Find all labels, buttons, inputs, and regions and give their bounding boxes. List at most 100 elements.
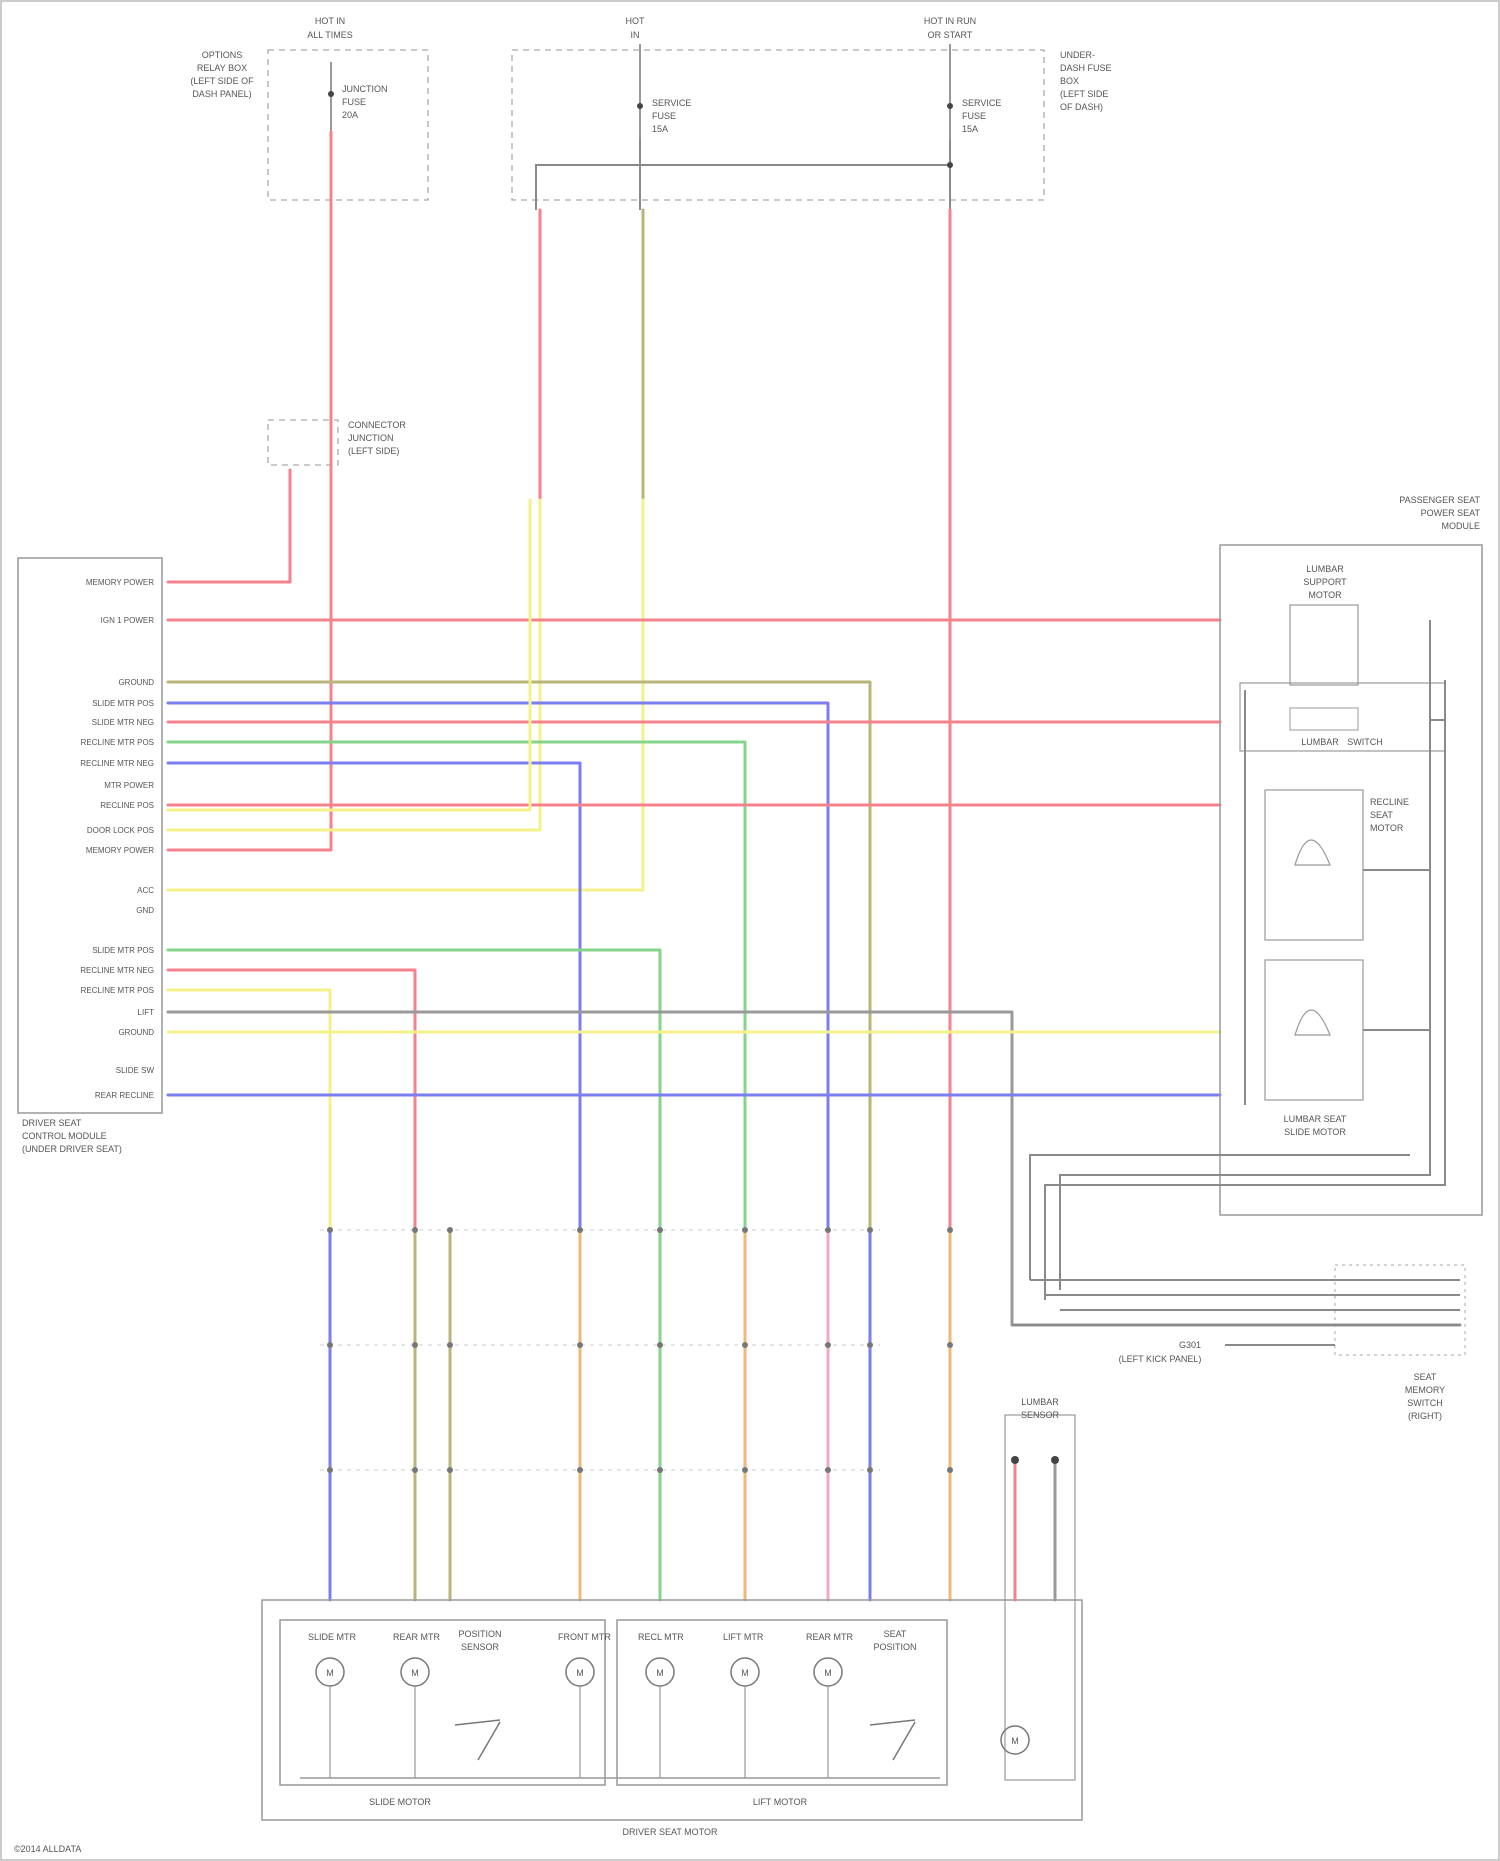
svg-text:(LEFT SIDE: (LEFT SIDE bbox=[1060, 89, 1108, 99]
svg-text:MEMORY: MEMORY bbox=[1405, 1385, 1445, 1395]
connector-pin-dot bbox=[947, 1467, 953, 1473]
controller-pin-label: SLIDE MTR NEG bbox=[92, 718, 154, 727]
wire-green-recline-neg bbox=[168, 742, 745, 1230]
svg-text:POWER SEAT: POWER SEAT bbox=[1421, 508, 1481, 518]
memory-switch-wires bbox=[1012, 1280, 1460, 1325]
bottom-sub-left-label: SLIDE MOTOR bbox=[369, 1797, 431, 1807]
svg-text:PASSENGER SEAT: PASSENGER SEAT bbox=[1399, 495, 1480, 505]
connector-pin-dot bbox=[577, 1342, 583, 1348]
svg-text:CONTROL MODULE: CONTROL MODULE bbox=[22, 1131, 107, 1141]
connector-pin-dot bbox=[412, 1467, 418, 1473]
svg-text:SENSOR: SENSOR bbox=[461, 1642, 500, 1652]
svg-text:OPTIONS: OPTIONS bbox=[202, 50, 243, 60]
connector-pin-dot bbox=[742, 1227, 748, 1233]
position-sensor-right: SEAT POSITION bbox=[870, 1629, 917, 1760]
svg-text:POSITION: POSITION bbox=[873, 1642, 916, 1652]
svg-text:(LEFT SIDE): (LEFT SIDE) bbox=[348, 446, 399, 456]
connector-pin-dot bbox=[327, 1227, 333, 1233]
power-label-hot-run: HOT IN bbox=[626, 16, 646, 40]
connector-pin-dot bbox=[412, 1342, 418, 1348]
svg-text:HOT IN: HOT IN bbox=[315, 16, 345, 26]
relay-box bbox=[268, 50, 428, 200]
svg-text:BOX: BOX bbox=[1060, 76, 1079, 86]
controller-pin-label: RECLINE MTR POS bbox=[81, 986, 154, 995]
controller-pin-label: RECLINE MTR NEG bbox=[80, 759, 154, 768]
controller-pin-label: RECLINE MTR NEG bbox=[80, 966, 154, 975]
svg-text:LUMBAR SEAT: LUMBAR SEAT bbox=[1284, 1114, 1347, 1124]
fuse-c: SERVICE FUSE 15A bbox=[947, 44, 1001, 140]
svg-text:(LEFT SIDE OF: (LEFT SIDE OF bbox=[190, 76, 254, 86]
position-sensor-left: POSITION SENSOR bbox=[455, 1629, 502, 1760]
controller-pin-label: RECLINE MTR POS bbox=[81, 738, 154, 747]
svg-text:MODULE: MODULE bbox=[1441, 521, 1480, 531]
svg-text:LUMBAR: LUMBAR bbox=[1306, 564, 1344, 574]
motor-label: SLIDE MTR bbox=[308, 1632, 357, 1642]
svg-text:15A: 15A bbox=[652, 124, 668, 134]
connector-pin-dot bbox=[657, 1467, 663, 1473]
recline-seat-motor: RECLINE SEAT MOTOR bbox=[1265, 790, 1409, 940]
right-module-box bbox=[1220, 545, 1482, 1215]
lumbar-sensor: LUMBAR SENSOR M bbox=[1001, 1397, 1075, 1780]
controller-pin-label: LIFT bbox=[138, 1008, 155, 1017]
motor-label: REAR MTR bbox=[806, 1632, 854, 1642]
svg-text:SWITCH: SWITCH bbox=[1347, 737, 1383, 747]
svg-text:LUMBAR: LUMBAR bbox=[1021, 1397, 1059, 1407]
svg-text:G301: G301 bbox=[1179, 1340, 1201, 1350]
controller-pin-label: GROUND bbox=[118, 1028, 154, 1037]
bottom-motors: SLIDE MTRMREAR MTRMFRONT MTRMRECL MTRMLI… bbox=[300, 1632, 940, 1778]
footnote: ©2014 ALLDATA bbox=[14, 1844, 81, 1854]
lumbar-support-motor: LUMBAR SUPPORT MOTOR bbox=[1290, 564, 1358, 685]
motor-label: RECL MTR bbox=[638, 1632, 684, 1642]
connector-pin-dot bbox=[327, 1467, 333, 1473]
svg-text:SUPPORT: SUPPORT bbox=[1303, 577, 1347, 587]
svg-text:SLIDE MOTOR: SLIDE MOTOR bbox=[1284, 1127, 1346, 1137]
motor-symbol-label: M bbox=[656, 1668, 664, 1678]
wire-yellow-fuse-b bbox=[168, 500, 540, 830]
connector-pin-dot bbox=[867, 1342, 873, 1348]
motor-symbol-label: M bbox=[411, 1668, 419, 1678]
svg-text:CONNECTOR: CONNECTOR bbox=[348, 420, 406, 430]
power-label-hot-all-times: HOT IN ALL TIMES bbox=[307, 16, 353, 40]
svg-text:ALL TIMES: ALL TIMES bbox=[307, 30, 353, 40]
svg-text:IN: IN bbox=[631, 30, 640, 40]
svg-text:OR START: OR START bbox=[928, 30, 973, 40]
connector-pin-dot bbox=[825, 1342, 831, 1348]
svg-text:15A: 15A bbox=[962, 124, 978, 134]
svg-text:POSITION: POSITION bbox=[458, 1629, 501, 1639]
controller-pin-label: DOOR LOCK POS bbox=[87, 826, 154, 835]
svg-text:DASH PANEL): DASH PANEL) bbox=[192, 89, 251, 99]
svg-text:RELAY BOX: RELAY BOX bbox=[197, 63, 247, 73]
controller-pin-label: SLIDE MTR POS bbox=[92, 699, 154, 708]
wire-red-recline-neg bbox=[168, 970, 415, 1230]
connector-pin-dot bbox=[447, 1227, 453, 1233]
controller-pin-label: MEMORY POWER bbox=[86, 846, 154, 855]
svg-text:20A: 20A bbox=[342, 110, 358, 120]
svg-text:MOTOR: MOTOR bbox=[1370, 823, 1404, 833]
controller-pin-label: IGN 1 POWER bbox=[101, 616, 155, 625]
svg-text:HOT: HOT bbox=[626, 16, 646, 26]
svg-text:FUSE: FUSE bbox=[342, 97, 366, 107]
ground-tag: G301 (LEFT KICK PANEL) bbox=[1119, 1340, 1335, 1364]
fuse-a: JUNCTION FUSE 20A bbox=[328, 62, 388, 132]
motor-label: LIFT MTR bbox=[723, 1632, 764, 1642]
right-module-title: PASSENGER SEAT POWER SEAT MODULE bbox=[1399, 495, 1480, 531]
motor-symbol-label: M bbox=[326, 1668, 334, 1678]
svg-text:JUNCTION: JUNCTION bbox=[342, 84, 388, 94]
wire-blue-mtr-power bbox=[168, 763, 580, 1230]
connector-pin-dot bbox=[657, 1342, 663, 1348]
lumbar-seat-slide-motor: LUMBAR SEAT SLIDE MOTOR bbox=[1265, 960, 1363, 1137]
connector-pin-dot bbox=[742, 1342, 748, 1348]
controller-pin-label: ACC bbox=[137, 886, 154, 895]
svg-text:MOTOR: MOTOR bbox=[1308, 590, 1342, 600]
wire-yellow-recline-pos bbox=[168, 990, 330, 1230]
junction-connector-label: CONNECTOR JUNCTION (LEFT SIDE) bbox=[348, 420, 406, 456]
svg-text:SWITCH: SWITCH bbox=[1407, 1398, 1443, 1408]
bottom-sub-right-label: LIFT MOTOR bbox=[753, 1797, 808, 1807]
svg-text:JUNCTION: JUNCTION bbox=[348, 433, 394, 443]
motor-label: FRONT MTR bbox=[558, 1632, 611, 1642]
connector-pin-dot bbox=[947, 1342, 953, 1348]
lower-wire-bundle bbox=[320, 1227, 953, 1600]
fuse-bus bbox=[536, 165, 950, 210]
